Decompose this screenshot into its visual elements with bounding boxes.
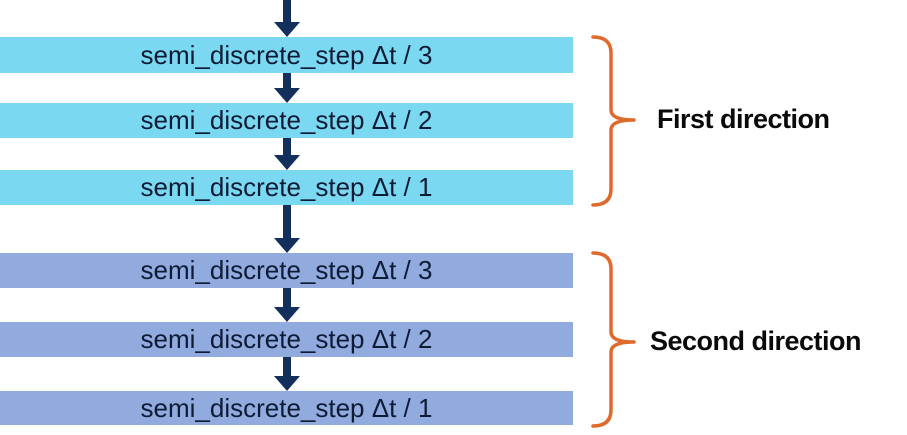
- down-arrow-icon: [274, 138, 300, 170]
- step-box-first-dt1: semi_discrete_step Δt / 1: [0, 170, 573, 205]
- first-direction-bracket: [591, 35, 636, 207]
- second-direction-bracket: [591, 251, 636, 428]
- step-box-second-dt2: semi_discrete_step Δt / 2: [0, 322, 573, 357]
- step-box-first-dt3: semi_discrete_step Δt / 3: [0, 37, 573, 73]
- first-direction-label: First direction: [657, 104, 830, 134]
- step-box-second-dt3: semi_discrete_step Δt / 3: [0, 253, 573, 288]
- down-arrow-icon: [274, 0, 300, 37]
- down-arrow-icon: [274, 205, 300, 253]
- step-box-first-dt2: semi_discrete_step Δt / 2: [0, 103, 573, 138]
- down-arrow-icon: [274, 73, 300, 103]
- second-direction-label: Second direction: [650, 326, 862, 356]
- down-arrow-icon: [274, 288, 300, 322]
- down-arrow-icon: [274, 357, 300, 391]
- step-box-second-dt1: semi_discrete_step Δt / 1: [0, 391, 573, 425]
